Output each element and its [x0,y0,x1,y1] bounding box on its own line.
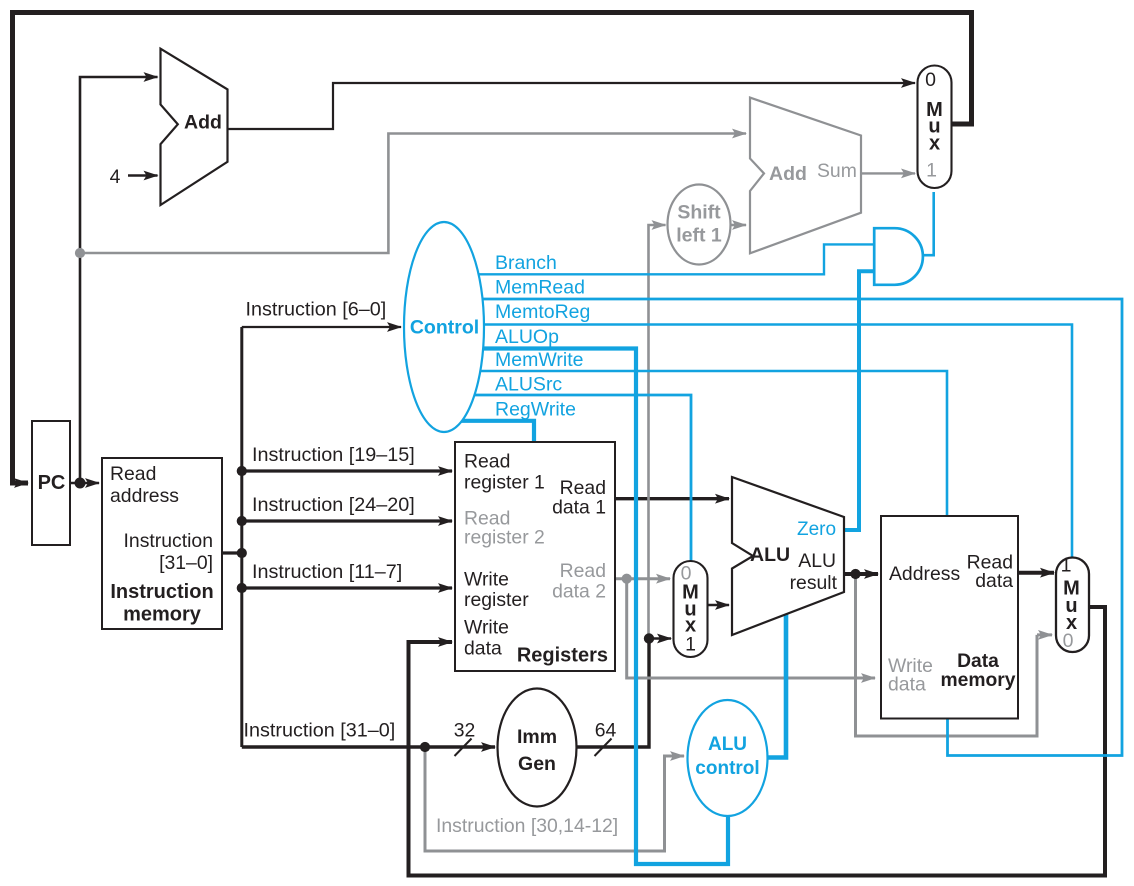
svg-text:64: 64 [595,720,617,742]
svg-text:Write: Write [464,617,509,639]
svg-text:ALUOp: ALUOp [495,326,559,348]
svg-text:Instruction [30,14-12]: Instruction [30,14-12] [436,815,618,837]
svg-text:MemRead: MemRead [495,277,585,299]
svg-text:M: M [682,582,699,604]
svg-text:Instruction [11–7]: Instruction [11–7] [252,561,402,583]
svg-text:u: u [928,116,940,138]
svg-text:[31–0]: [31–0] [159,552,213,574]
svg-text:Shift: Shift [677,202,721,224]
svg-text:RegWrite: RegWrite [495,399,576,421]
svg-text:Read: Read [464,508,510,530]
svg-text:Sum: Sum [817,160,857,182]
svg-text:register: register [464,589,529,611]
svg-text:memory: memory [123,604,202,626]
svg-text:Registers: Registers [517,645,608,667]
svg-text:Instruction: Instruction [110,581,213,603]
svg-text:Instruction [24–20]: Instruction [24–20] [252,494,415,516]
svg-text:Zero: Zero [797,519,836,540]
svg-text:Data: Data [957,651,999,672]
svg-text:Add: Add [769,163,807,185]
svg-text:left 1: left 1 [676,225,722,247]
svg-text:32: 32 [454,720,476,742]
svg-text:4: 4 [110,166,121,188]
svg-text:address: address [110,485,179,507]
svg-text:0: 0 [925,69,936,91]
svg-text:Control: Control [410,317,479,339]
svg-text:Instruction [19–15]: Instruction [19–15] [252,444,415,466]
svg-text:data: data [975,570,1013,592]
svg-text:Address: Address [889,563,960,585]
svg-text:register 2: register 2 [464,527,545,549]
svg-text:x: x [1066,612,1077,634]
svg-text:Gen: Gen [518,753,556,775]
svg-text:Write: Write [888,655,933,677]
svg-text:data 1: data 1 [552,497,606,519]
svg-text:PC: PC [38,472,66,494]
svg-text:MemWrite: MemWrite [495,349,583,371]
svg-text:x: x [929,133,940,155]
svg-text:M: M [926,99,943,121]
svg-text:x: x [685,615,696,637]
svg-text:M: M [1063,578,1080,600]
svg-text:Add: Add [184,112,222,134]
svg-text:register 1: register 1 [464,472,545,494]
svg-text:data 2: data 2 [552,581,606,603]
svg-text:Read: Read [967,552,1013,574]
svg-text:Instruction: Instruction [124,530,213,552]
svg-text:1: 1 [926,160,937,182]
svg-text:Read: Read [464,451,510,473]
svg-text:ALUSrc: ALUSrc [495,374,562,396]
svg-text:data: data [464,638,502,660]
svg-text:u: u [1065,595,1077,617]
svg-text:result: result [790,572,838,594]
svg-text:Read: Read [110,463,156,485]
svg-text:Read: Read [560,477,606,499]
svg-text:Write: Write [464,569,509,591]
svg-text:Imm: Imm [517,726,557,748]
svg-text:Read: Read [560,560,606,582]
svg-text:0: 0 [681,563,692,585]
svg-text:Instruction [6–0]: Instruction [6–0] [246,299,387,321]
svg-text:MemtoReg: MemtoReg [495,301,590,323]
svg-text:u: u [684,599,696,621]
svg-text:ALU: ALU [708,734,747,755]
svg-text:control: control [695,758,759,779]
svg-text:Instruction [31–0]: Instruction [31–0] [244,720,396,742]
svg-text:data: data [888,674,926,696]
svg-text:memory: memory [940,670,1015,691]
svg-text:ALU: ALU [750,544,790,566]
svg-text:1: 1 [685,634,696,656]
svg-text:ALU: ALU [798,550,836,572]
svg-text:1: 1 [1061,555,1072,577]
svg-text:Branch: Branch [495,252,557,274]
svg-text:0: 0 [1063,630,1074,652]
